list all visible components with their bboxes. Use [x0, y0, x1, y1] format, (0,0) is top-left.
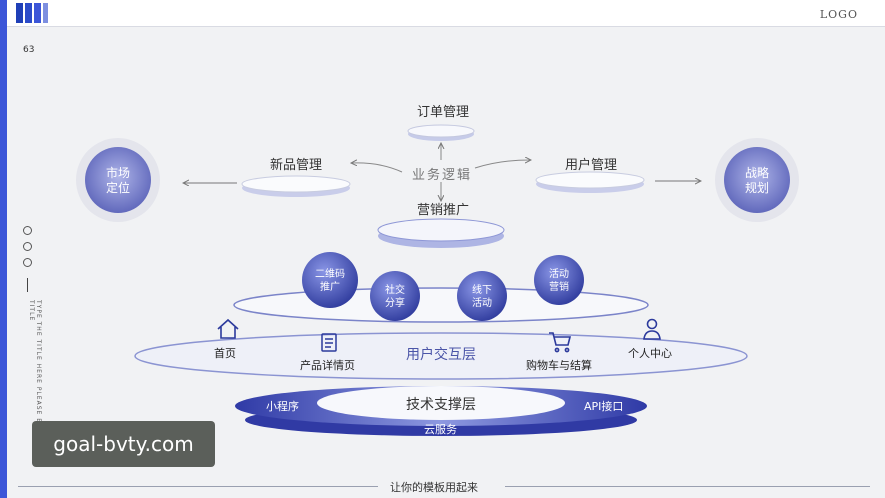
- page-number: 63: [23, 45, 35, 55]
- tech-right-label: API接口: [584, 400, 624, 413]
- user-icon: [643, 318, 661, 340]
- footer-line-right: [505, 486, 870, 487]
- footer-text: 让你的模板用起来: [390, 481, 478, 494]
- item-product-detail[interactable]: 产品详情页: [300, 359, 355, 372]
- arrow-to-left-platform: [352, 163, 403, 173]
- logo-text: LOGO: [819, 8, 858, 21]
- nav-dot-1[interactable]: [23, 226, 32, 235]
- interaction-layer-disk: [134, 332, 748, 380]
- ball-qrcode: [302, 252, 358, 308]
- top-platform: [407, 124, 475, 141]
- cart-icon: [549, 332, 572, 353]
- left-circle-text: 市场 定位: [105, 166, 130, 195]
- watermark: goal-bvty.com: [32, 421, 215, 467]
- left-platform: [241, 175, 351, 197]
- footer-line-left: [18, 486, 378, 487]
- tech-left-label: 小程序: [266, 400, 299, 413]
- home-icon: [217, 318, 239, 339]
- right-platform-label: 用户管理: [565, 158, 618, 173]
- side-divider: [27, 278, 28, 292]
- left-accent-stripe: [0, 0, 7, 498]
- side-vertical-text: TYPE THE TITLE HERE PLEASE ENTER YOUR TI…: [28, 300, 42, 467]
- nav-dot-3[interactable]: [23, 258, 32, 267]
- right-platform: [535, 171, 645, 193]
- ball-social: [370, 271, 420, 321]
- product-detail-icon: [321, 333, 337, 352]
- left-platform-label: 新品管理: [270, 158, 323, 173]
- right-circle-text: 战略 规划: [744, 166, 769, 195]
- ball-offline-text: 线下 活动: [472, 285, 492, 309]
- nav-dot-2[interactable]: [23, 242, 32, 251]
- tech-bottom-label: 云服务: [424, 423, 457, 436]
- ball-campaign: [534, 255, 584, 305]
- right-circle: [715, 138, 799, 222]
- logo-mark-icon: [16, 3, 50, 23]
- item-user-center[interactable]: 个人中心: [628, 347, 672, 360]
- center-label: 业务逻辑: [412, 168, 473, 183]
- ball-qrcode-text: 二维码 推广: [315, 269, 345, 293]
- activity-ring: [233, 287, 649, 323]
- top-platform-label: 订单管理: [417, 105, 470, 120]
- item-cart-checkout[interactable]: 购物车与结算: [526, 359, 592, 372]
- tech-layer-disk: [235, 386, 647, 436]
- ball-social-text: 社交 分享: [385, 285, 405, 309]
- ball-offline: [457, 271, 507, 321]
- promo-platform: [377, 218, 505, 248]
- ball-campaign-text: 活动 营销: [549, 269, 569, 293]
- interaction-layer-title: 用户交互层: [406, 347, 476, 363]
- promo-platform-label: 营销推广: [417, 203, 470, 218]
- left-circle: [76, 138, 160, 222]
- top-bar: [0, 0, 885, 27]
- arrow-to-right-platform: [474, 160, 530, 169]
- tech-layer-title: 技术支撑层: [406, 397, 476, 413]
- item-home[interactable]: 首页: [214, 347, 236, 360]
